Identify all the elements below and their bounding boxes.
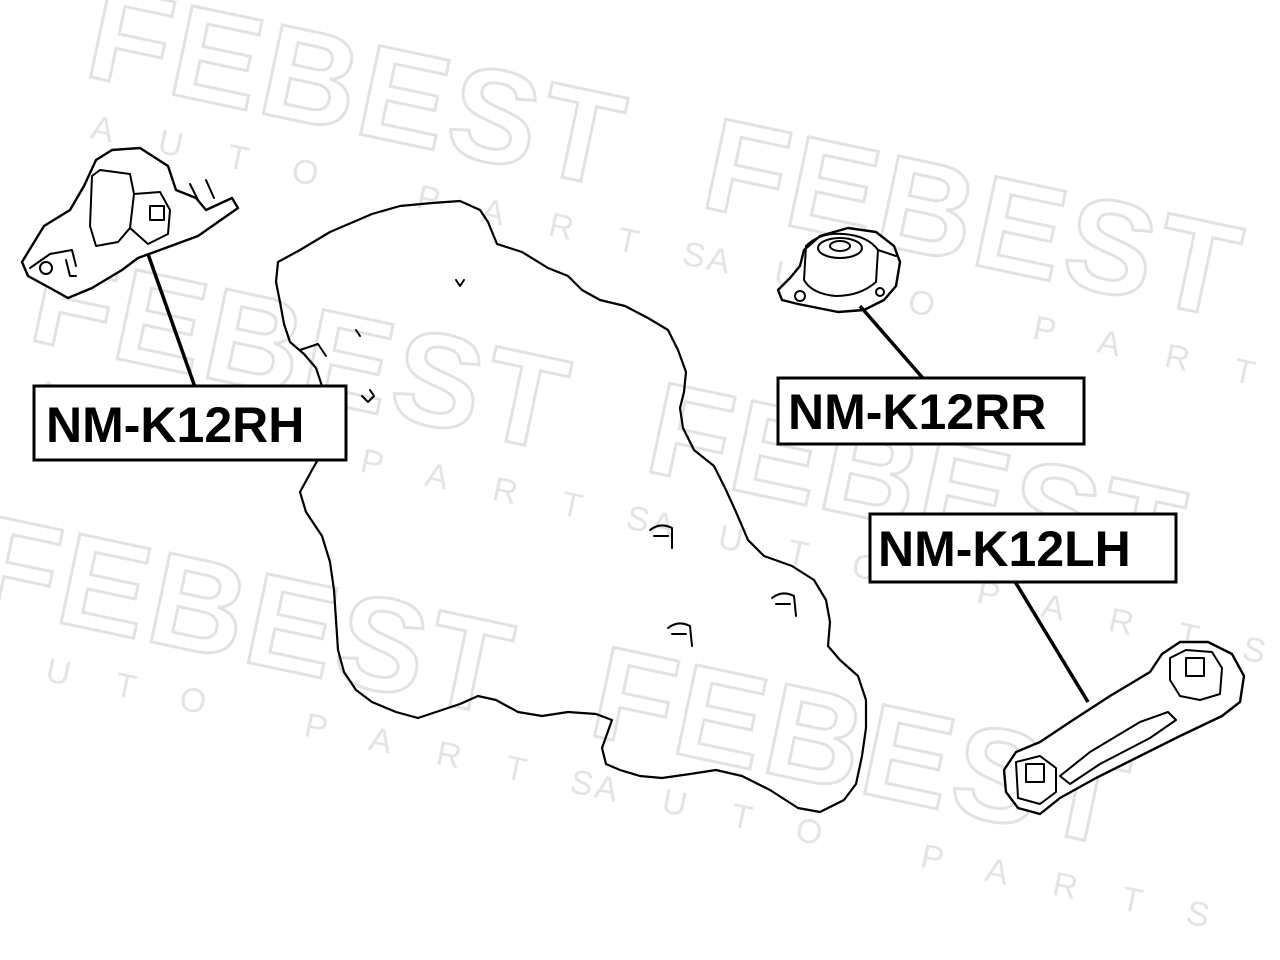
engine-mount-rh-icon — [20, 146, 240, 300]
leader-line-lh — [1012, 579, 1090, 703]
label-box — [776, 376, 1086, 446]
leader-line-rh — [146, 253, 198, 391]
label-nm-k12rh: NM-K12RH — [32, 384, 348, 462]
engine-mount-rr-icon — [776, 226, 902, 314]
engine-block-outline-icon — [274, 199, 868, 814]
part-number-rr: NM-K12RR — [788, 384, 1046, 440]
label-nm-k12lh: NM-K12LH — [868, 512, 1178, 584]
part-number-lh: NM-K12LH — [878, 521, 1131, 577]
part-number-rh: NM-K12RH — [46, 397, 304, 453]
label-box — [868, 512, 1178, 584]
torque-rod-lh-icon — [1002, 640, 1246, 816]
leader-line-rr — [858, 304, 930, 386]
label-nm-k12rr: NM-K12RR — [776, 376, 1086, 446]
label-box — [32, 384, 348, 462]
